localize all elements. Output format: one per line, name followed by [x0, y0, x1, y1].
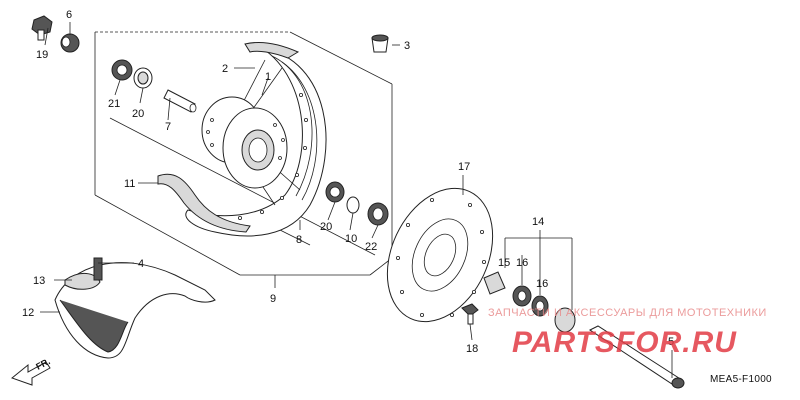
callout-19: 19	[36, 49, 48, 61]
callout-8: 8	[296, 234, 302, 246]
axle-5	[589, 325, 685, 389]
disc-bolt-18	[461, 303, 479, 325]
callout-22: 22	[365, 241, 377, 253]
callout-17: 17	[458, 161, 470, 173]
callout-9: 9	[270, 293, 276, 305]
callout-4: 4	[138, 258, 144, 270]
callout-2: 2	[222, 63, 228, 75]
dust-seal-20-left	[133, 67, 153, 89]
collar-6	[60, 33, 80, 53]
callout-13: 13	[33, 275, 45, 287]
callout-20-right: 20	[320, 221, 332, 233]
spacer-7	[163, 89, 197, 113]
front-fender	[54, 257, 216, 359]
rim-band	[157, 173, 251, 233]
callout-12: 12	[22, 307, 34, 319]
rim-tape	[244, 41, 300, 59]
seal-16	[512, 285, 532, 307]
valve-cap-3	[371, 34, 389, 53]
wheel-rim	[185, 47, 327, 237]
callout-18: 18	[466, 343, 478, 355]
callout-20-left: 20	[132, 108, 144, 120]
callout-labels: 1 2 3 4 5 6 7 8 9 10 11 12 13 14 15 16 1…	[22, 9, 674, 355]
callout-16-second: 16	[536, 278, 548, 290]
callout-7: 7	[165, 121, 171, 133]
callout-15: 15	[498, 257, 510, 269]
side-collar-15	[483, 271, 506, 295]
callout-3: 3	[404, 40, 410, 52]
bolt-19	[31, 15, 53, 41]
callout-10: 10	[345, 233, 357, 245]
diagram-code: MEA5-F1000	[710, 374, 772, 385]
brake-disc	[386, 187, 494, 323]
assembly-outline	[94, 31, 393, 276]
watermark: ЗАПЧАСТИ И АКСЕССУАРЫ ДЛЯ МОТОТЕХНИКИ PA…	[488, 307, 767, 359]
collar-14	[554, 307, 576, 333]
seal-22	[367, 202, 389, 226]
front-direction-arrow: FR.	[10, 356, 52, 386]
direction-label: FR.	[34, 356, 51, 372]
callout-16: 16	[516, 257, 528, 269]
callout-6: 6	[66, 9, 72, 21]
bearing-16	[531, 295, 549, 317]
callout-14: 14	[532, 216, 544, 228]
bearing-21	[111, 59, 133, 81]
callout-1: 1	[265, 71, 271, 83]
callout-5: 5	[668, 336, 674, 348]
snap-ring-10	[346, 196, 360, 214]
watermark-tagline: ЗАПЧАСТИ И АКСЕССУАРЫ ДЛЯ МОТОТЕХНИКИ	[488, 307, 767, 319]
bearing-20-right	[325, 181, 345, 203]
callout-21: 21	[108, 98, 120, 110]
watermark-brand: PARTSFOR.RU	[512, 326, 737, 359]
callout-11: 11	[124, 178, 135, 190]
leader-lines	[40, 22, 673, 378]
